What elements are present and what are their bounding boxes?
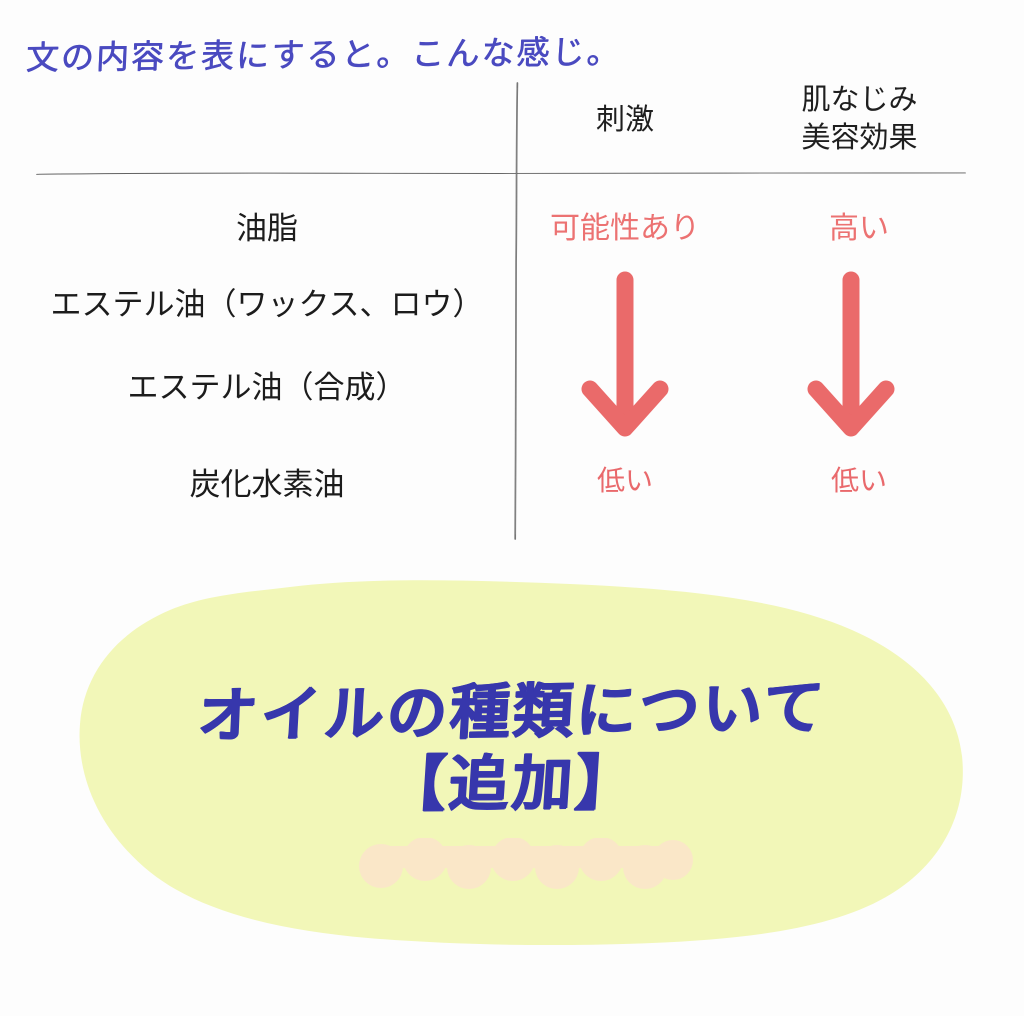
table-row-label: 炭化水素油 [189,467,345,502]
column-header-affinity-line1: 肌なじみ [801,84,918,116]
banner-title: オイルの種類について 【追加】 [40,673,984,820]
column-header-stimulus-line1: 刺激 [595,104,654,136]
column-header-stimulus: 刺激 [527,101,723,139]
scale-bottom-label-affinity: 低い [830,465,887,496]
scale-top-label-affinity: 高い [829,212,889,245]
comparison-table: 刺激 肌なじみ 美容効果 油脂 エステル油（ワックス、ロウ） エステル油（合成）… [36,81,982,540]
down-arrow-icon [581,271,669,437]
table-column-rule [514,82,519,540]
table-row-label: 油脂 [236,211,298,246]
table-row-label: エステル油（ワックス、ロウ） [50,287,484,322]
scale-top-label-stimulus: 可能性あり [550,212,700,245]
banner-title-line1: オイルの種類について [195,672,829,752]
highlight-blob [79,580,963,946]
down-arrow-icon [807,271,895,437]
banner-title-line2: 【追加】 [383,748,641,820]
column-header-affinity-line2: 美容効果 [801,122,918,154]
column-header-affinity: 肌なじみ 美容効果 [737,81,982,157]
table-header-rule [36,172,966,175]
table-row-label: エステル油（合成） [127,370,407,405]
scale-bottom-label-stimulus: 低い [596,465,653,496]
wavy-underline [359,838,693,889]
